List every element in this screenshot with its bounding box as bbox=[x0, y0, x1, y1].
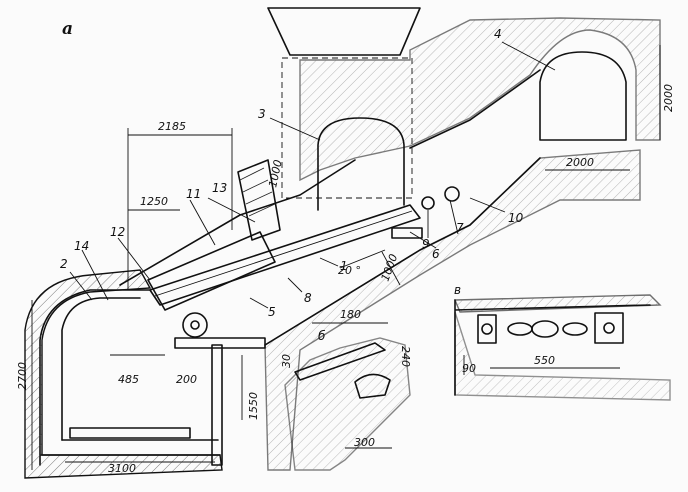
dim-2000-h: 2000 bbox=[662, 84, 675, 112]
view-label-v: в bbox=[454, 283, 461, 297]
conveyor-frame bbox=[149, 204, 421, 306]
part-10: 10 bbox=[508, 211, 524, 225]
motor-base bbox=[174, 337, 266, 349]
tension-7 bbox=[444, 186, 460, 202]
dim-240: 240 bbox=[399, 346, 412, 367]
conveyor-belt bbox=[154, 210, 413, 297]
dim-90: 90 bbox=[462, 362, 476, 375]
dim-2185: 2185 bbox=[158, 120, 186, 133]
dim-1550: 1550 bbox=[247, 392, 260, 420]
part-2: 2 bbox=[60, 257, 68, 271]
chamber-2-inner bbox=[61, 297, 141, 441]
leader-lines bbox=[69, 41, 556, 309]
dim-485: 485 bbox=[118, 373, 139, 386]
part-9: 9 bbox=[422, 237, 430, 251]
part-3: 3 bbox=[258, 107, 266, 121]
part-1: 1 bbox=[340, 259, 348, 273]
part-5: 5 bbox=[268, 305, 276, 319]
dim-20deg: 20 ° bbox=[338, 264, 361, 277]
section-v-view bbox=[453, 294, 671, 401]
upper-rock-hatch bbox=[299, 17, 661, 182]
part-13: 13 bbox=[212, 181, 227, 195]
support-column bbox=[211, 344, 223, 466]
feeder-chute bbox=[147, 231, 276, 311]
dim-180: 180 bbox=[340, 308, 361, 321]
lower-rock-hatch bbox=[264, 149, 641, 471]
drift-upper-wall bbox=[119, 69, 541, 286]
chamber-4 bbox=[539, 51, 627, 141]
dim-1000-chute: 1000 bbox=[266, 159, 285, 189]
tail-roller-9 bbox=[421, 196, 435, 210]
part-7: 7 bbox=[456, 221, 464, 235]
part-8: 8 bbox=[304, 291, 312, 305]
bracket-right bbox=[594, 312, 624, 344]
chain-link-1 bbox=[507, 322, 533, 336]
view-label-b: б bbox=[318, 329, 326, 343]
part-4: 4 bbox=[494, 27, 502, 41]
chamber-2-rock bbox=[24, 269, 223, 479]
chamber-3 bbox=[317, 117, 405, 211]
part-11: 11 bbox=[186, 187, 201, 201]
dim-1250: 1250 bbox=[140, 195, 168, 208]
dim-200: 200 bbox=[176, 373, 197, 386]
view-label-a: а bbox=[62, 19, 73, 39]
dim-30: 30 bbox=[280, 354, 293, 368]
bracket-left bbox=[477, 314, 497, 344]
dim-550: 550 bbox=[534, 354, 555, 367]
chute-hatch bbox=[239, 167, 276, 217]
section-b-view bbox=[284, 322, 411, 471]
part-14: 14 bbox=[74, 239, 89, 253]
dim-2000-w: 2000 bbox=[566, 156, 594, 169]
dim-3100: 3100 bbox=[108, 462, 136, 475]
chute-13 bbox=[237, 159, 281, 241]
drift-lower-wall bbox=[264, 157, 541, 346]
chain-link-3 bbox=[562, 322, 588, 336]
chain-link-2 bbox=[531, 320, 559, 338]
ore-bin-dashed bbox=[281, 57, 413, 199]
floor-rail bbox=[69, 427, 191, 439]
part-12: 12 bbox=[110, 225, 125, 239]
dim-300: 300 bbox=[354, 436, 375, 449]
dimension-lines bbox=[31, 45, 661, 470]
support-6 bbox=[391, 227, 423, 239]
drive-pulley bbox=[182, 312, 208, 338]
part-6: 6 bbox=[432, 247, 440, 261]
dim-2700: 2700 bbox=[16, 362, 29, 390]
ore-bin-hopper bbox=[267, 7, 421, 56]
drive-pulley-hub bbox=[190, 320, 200, 330]
